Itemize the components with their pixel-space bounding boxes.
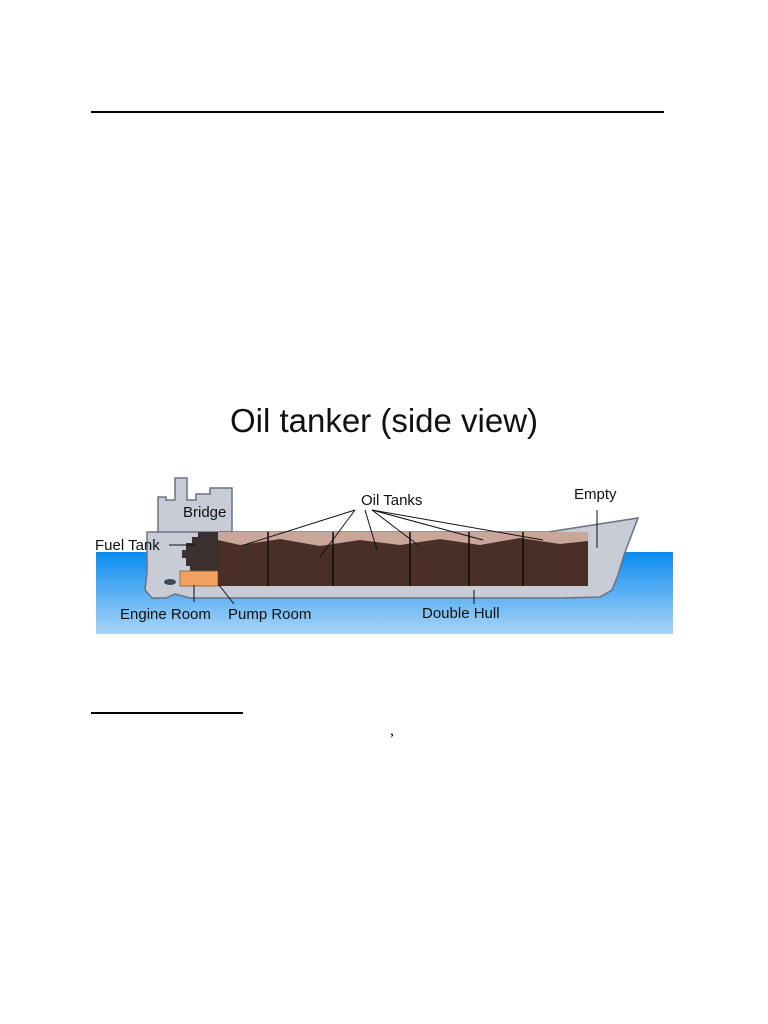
footnote-mark: ,: [390, 722, 394, 739]
oil-surface: [218, 532, 588, 546]
tank-dividers: [267, 532, 524, 586]
empty-label: Empty: [574, 486, 617, 503]
fuel-tank: [182, 532, 218, 574]
diagram-title: Oil tanker (side view): [229, 402, 539, 439]
propeller-icon: [164, 579, 176, 585]
fuel-tank-label: Fuel Tank: [95, 537, 160, 554]
top-rule: [91, 111, 664, 113]
double-hull-label: Double Hull: [422, 605, 500, 622]
engine-room-label: Engine Room: [120, 606, 211, 623]
bridge-label: Bridge: [183, 504, 226, 521]
leader-lines: [169, 509, 598, 605]
pump-room: [179, 570, 219, 587]
pump-room-label: Pump Room: [228, 606, 311, 623]
footnote-rule: [91, 712, 243, 714]
oil-tanks-label: Oil Tanks: [361, 492, 422, 509]
